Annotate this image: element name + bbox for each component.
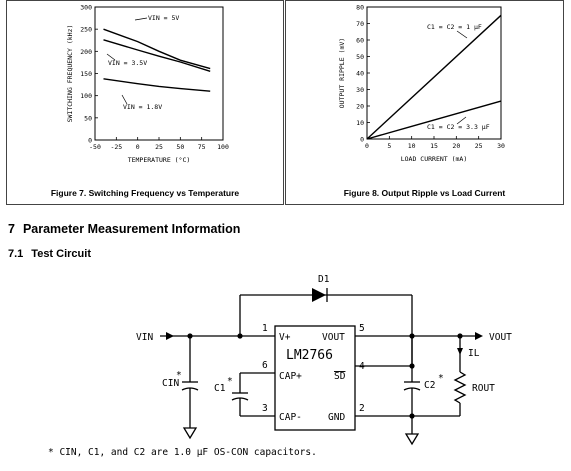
annotation-leader <box>121 94 128 105</box>
pin-2-number: 2 <box>359 403 365 414</box>
rout-label: ROUT <box>472 383 495 394</box>
vout-label: VOUT <box>489 332 512 343</box>
figure-8-caption: Figure 8. Output Ripple vs Load Current <box>343 188 506 198</box>
junction-dot <box>409 333 415 339</box>
plot-frame <box>94 6 224 141</box>
y-tick-label: 150 <box>80 70 92 78</box>
y-tick-label: 10 <box>356 119 364 127</box>
y-tick-label: 20 <box>356 103 364 111</box>
y-tick-label: 40 <box>356 70 364 78</box>
y-tick-label: 30 <box>356 86 364 94</box>
series-line-1 <box>366 14 502 140</box>
figure-7-caption: Figure 7. Switching Frequency vs Tempera… <box>50 188 240 198</box>
c1-star: * <box>227 376 233 387</box>
footnote: * CIN, C1, and C2 are 1.0 µF OS-CON capa… <box>48 447 317 458</box>
subsection-heading: 7.1 Test Circuit <box>8 248 91 260</box>
pin-sd-label: SD <box>334 371 346 382</box>
x-tick-label: 50 <box>176 143 184 151</box>
y-tick-label: 250 <box>80 26 92 34</box>
diode-d1-label: D1 <box>318 274 330 285</box>
y-tick-label: 0 <box>88 137 92 145</box>
y-tick-label: 70 <box>356 20 364 28</box>
y-tick-label: 100 <box>80 92 92 100</box>
x-axis-label: LOAD CURRENT (mA) <box>401 155 468 163</box>
series-annotation: C1 = C2 = 3.3 µF <box>427 123 490 131</box>
y-tick-label: 60 <box>356 37 364 45</box>
x-tick-label: 75 <box>198 143 206 151</box>
y-tick-label: 80 <box>356 4 364 12</box>
pin-vplus-label: V+ <box>279 332 291 343</box>
series-line-2 <box>366 100 502 140</box>
pin-vout-label: VOUT <box>322 332 345 343</box>
pin-capminus-label: CAP- <box>279 412 302 423</box>
subsection-number: 7.1 <box>8 248 24 260</box>
x-tick-label: 30 <box>497 142 505 150</box>
series-annotation: VIN = 1.8V <box>123 103 162 111</box>
x-tick-label: 20 <box>452 142 460 150</box>
pin-6-number: 6 <box>262 360 268 371</box>
x-tick-label: 15 <box>430 142 438 150</box>
series-line-2 <box>103 39 211 72</box>
pin-gnd-label: GND <box>328 412 345 423</box>
load-current-label: IL <box>468 348 480 359</box>
section-title: Parameter Measurement Information <box>22 222 241 236</box>
cin-label: CIN <box>162 378 179 389</box>
pin-4-number: 4 <box>359 361 365 372</box>
y-axis-label: SWITCHING FREQUENCY (kHz) <box>66 25 74 123</box>
annotation-leader <box>456 116 467 125</box>
y-tick-label: 200 <box>80 48 92 56</box>
x-tick-label: -25 <box>110 143 122 151</box>
y-tick-label: 50 <box>84 114 92 122</box>
series-line-3 <box>103 78 211 92</box>
x-tick-label: 0 <box>365 142 369 150</box>
y-tick-label: 50 <box>356 53 364 61</box>
junction-dot <box>187 333 193 339</box>
section-number: 7 <box>8 222 15 236</box>
y-tick-label: 0 <box>360 136 364 144</box>
c1-label: C1 <box>214 383 226 394</box>
pin-5-number: 5 <box>359 323 365 334</box>
section-heading: 7 Parameter Measurement Information <box>8 222 240 236</box>
pin-1-number: 1 <box>262 323 268 334</box>
annotation-leader <box>134 17 148 21</box>
x-tick-label: 100 <box>217 143 229 151</box>
annotation-leader <box>456 30 468 39</box>
chip-label: LM2766 <box>286 348 333 363</box>
x-tick-label: 10 <box>408 142 416 150</box>
annotation-leader <box>106 53 116 61</box>
junction-dot <box>409 413 415 419</box>
junction-dot <box>409 363 415 369</box>
series-annotation: VIN = 3.5V <box>108 59 147 67</box>
series-annotation: VIN = 5V <box>148 14 179 22</box>
c2-star: * <box>438 373 444 384</box>
junction-dot <box>457 333 463 339</box>
junction-dot <box>237 333 243 339</box>
pin-capplus-label: CAP+ <box>279 371 302 382</box>
c2-label: C2 <box>424 380 435 391</box>
vin-label: VIN <box>136 332 153 343</box>
x-tick-label: 25 <box>155 143 163 151</box>
series-annotation: C1 = C2 = 1 µF <box>427 23 482 31</box>
y-axis-label: OUTPUT RIPPLE (mV) <box>338 38 346 108</box>
x-tick-label: 25 <box>475 142 483 150</box>
y-tick-label: 300 <box>80 4 92 12</box>
subsection-title: Test Circuit <box>31 248 91 260</box>
x-axis-label: TEMPERATURE (°C) <box>128 156 191 164</box>
switching-frequency-chart: -50 -25 0 25 50 75 100 0 50 100 150 200 250 300TEMPER… <box>66 4 229 165</box>
x-tick-label: 5 <box>387 142 391 150</box>
x-tick-label: -50 <box>89 143 101 151</box>
pin-3-number: 3 <box>262 403 268 414</box>
series-line-1 <box>103 28 211 70</box>
x-tick-label: 0 <box>136 143 140 151</box>
cin-star: * <box>176 370 182 381</box>
test-circuit-schematic: LM2766 1 6 3 5 4 2 V+ VOUT CAP+ SD CAP- … <box>136 274 512 446</box>
